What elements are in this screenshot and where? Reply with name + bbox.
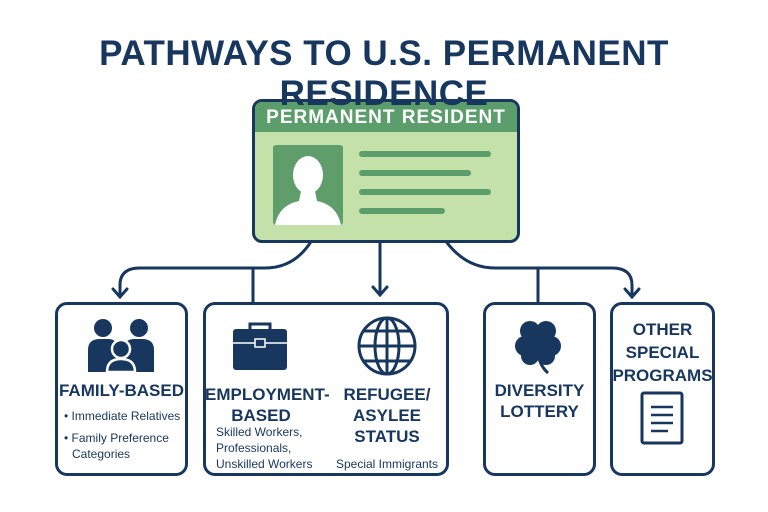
card-text-line <box>359 170 471 176</box>
card-text-line <box>359 151 491 157</box>
person-silhouette-icon <box>273 145 343 225</box>
diversity-label-line: DIVERSITY <box>494 381 585 400</box>
other-label-line: PROGRAMS <box>612 366 713 385</box>
family-based-box <box>55 302 188 476</box>
card-text-line <box>359 189 491 195</box>
document-icon <box>640 391 684 445</box>
employment-item: Unskilled Workers <box>216 457 313 471</box>
refugee-label-line: ASYLEE <box>352 406 422 425</box>
arrow-other-icon <box>623 287 641 300</box>
page-title: PATHWAYS TO U.S. PERMANENT RESIDENCE <box>99 34 669 113</box>
employment-label-line: BASED <box>231 406 291 425</box>
other-programs-box <box>610 302 715 476</box>
employment-label-line: EMPLOYMENT- <box>205 385 330 404</box>
arrow-refugee-icon <box>371 285 389 298</box>
family-item: • Family Preference <box>64 431 169 445</box>
refugee-label-line: STATUS <box>354 427 420 446</box>
permanent-resident-card: PERMANENT RESIDENT <box>252 99 520 243</box>
other-label-line: SPECIAL <box>625 343 700 362</box>
four-leaf-clover-icon <box>515 321 561 374</box>
diversity-label: DIVERSITY LOTTERY <box>483 380 596 422</box>
employment-item: Skilled Workers, <box>216 425 303 439</box>
employment-label: EMPLOYMENT- BASED <box>205 384 330 426</box>
globe-icon <box>357 316 417 376</box>
refugee-sub: Special Immigrants <box>335 457 439 471</box>
briefcase-icon <box>233 322 287 370</box>
family-icon <box>88 319 154 372</box>
other-label-line: OTHER <box>632 320 693 339</box>
family-item: Categories <box>72 447 131 461</box>
connector-family <box>118 238 314 298</box>
refugee-label-line: REFUGEE/ <box>343 385 431 404</box>
diversity-label-line: LOTTERY <box>500 402 579 421</box>
employment-item: Professionals, <box>216 441 292 455</box>
other-label: OTHER SPECIAL PROGRAMS <box>610 318 715 387</box>
family-item: • Immediate Relatives <box>64 409 181 423</box>
connector-lines <box>111 238 641 304</box>
family-based-label: FAMILY-BASED <box>58 381 184 400</box>
card-text-line <box>359 208 445 214</box>
arrow-family-icon <box>111 287 129 300</box>
connector-other <box>443 238 634 298</box>
refugee-label: REFUGEE/ASYLEE STATUS <box>335 384 439 447</box>
card-header: PERMANENT RESIDENT <box>255 102 517 132</box>
